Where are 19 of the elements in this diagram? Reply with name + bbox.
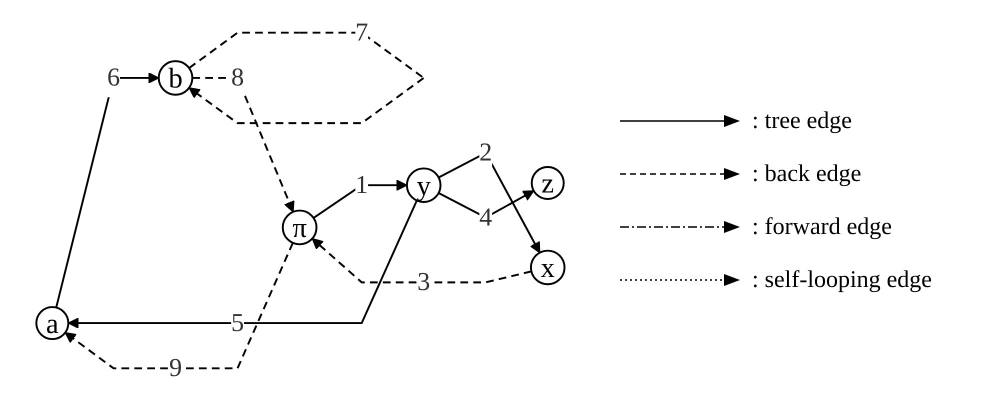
node-circle: π xyxy=(281,210,318,246)
node-circle: a xyxy=(34,306,69,340)
node-circle: b xyxy=(157,60,193,96)
edge-label: 7 xyxy=(354,18,368,47)
edge-label: 3 xyxy=(416,268,430,297)
node-circle: y xyxy=(406,167,442,203)
node-circle: x xyxy=(530,250,566,286)
legend-text: : self-looping edge xyxy=(752,266,932,294)
edge-label: 8 xyxy=(230,64,244,92)
legend-text: : forward edge xyxy=(752,214,892,240)
edge-label: 9 xyxy=(168,354,182,382)
edge-label: 1 xyxy=(354,171,368,200)
legend-text: : back edge xyxy=(752,160,862,188)
edge-label: 2 xyxy=(478,138,492,168)
edge-label: 4 xyxy=(478,203,492,232)
edge-label: 5 xyxy=(230,308,244,338)
legend-text: : tree edge xyxy=(752,108,852,134)
edge-label: 6 xyxy=(106,64,120,92)
node-circle: z xyxy=(530,166,564,200)
